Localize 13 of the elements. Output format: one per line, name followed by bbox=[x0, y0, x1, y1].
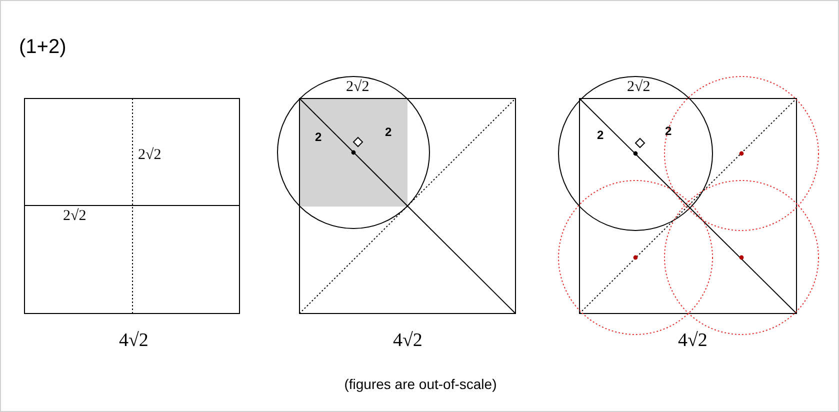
dimension-label: 4√2 bbox=[393, 331, 422, 350]
dimension-label: 2√2 bbox=[138, 148, 162, 163]
dimension-label: 2√2 bbox=[63, 209, 86, 224]
dimension-label: 2 bbox=[315, 131, 322, 143]
title: (1+2) bbox=[19, 37, 66, 57]
dimension-label: 4√2 bbox=[678, 331, 708, 350]
dimension-label: 2√2 bbox=[627, 80, 650, 95]
dimension-label: 2 bbox=[385, 126, 392, 138]
dimension-label: 2 bbox=[597, 129, 604, 141]
dimension-label: 2√2 bbox=[346, 80, 370, 95]
caption: (figures are out-of-scale) bbox=[343, 377, 498, 391]
dimension-label: 2 bbox=[665, 125, 672, 137]
dimension-label: 4√2 bbox=[119, 331, 148, 350]
